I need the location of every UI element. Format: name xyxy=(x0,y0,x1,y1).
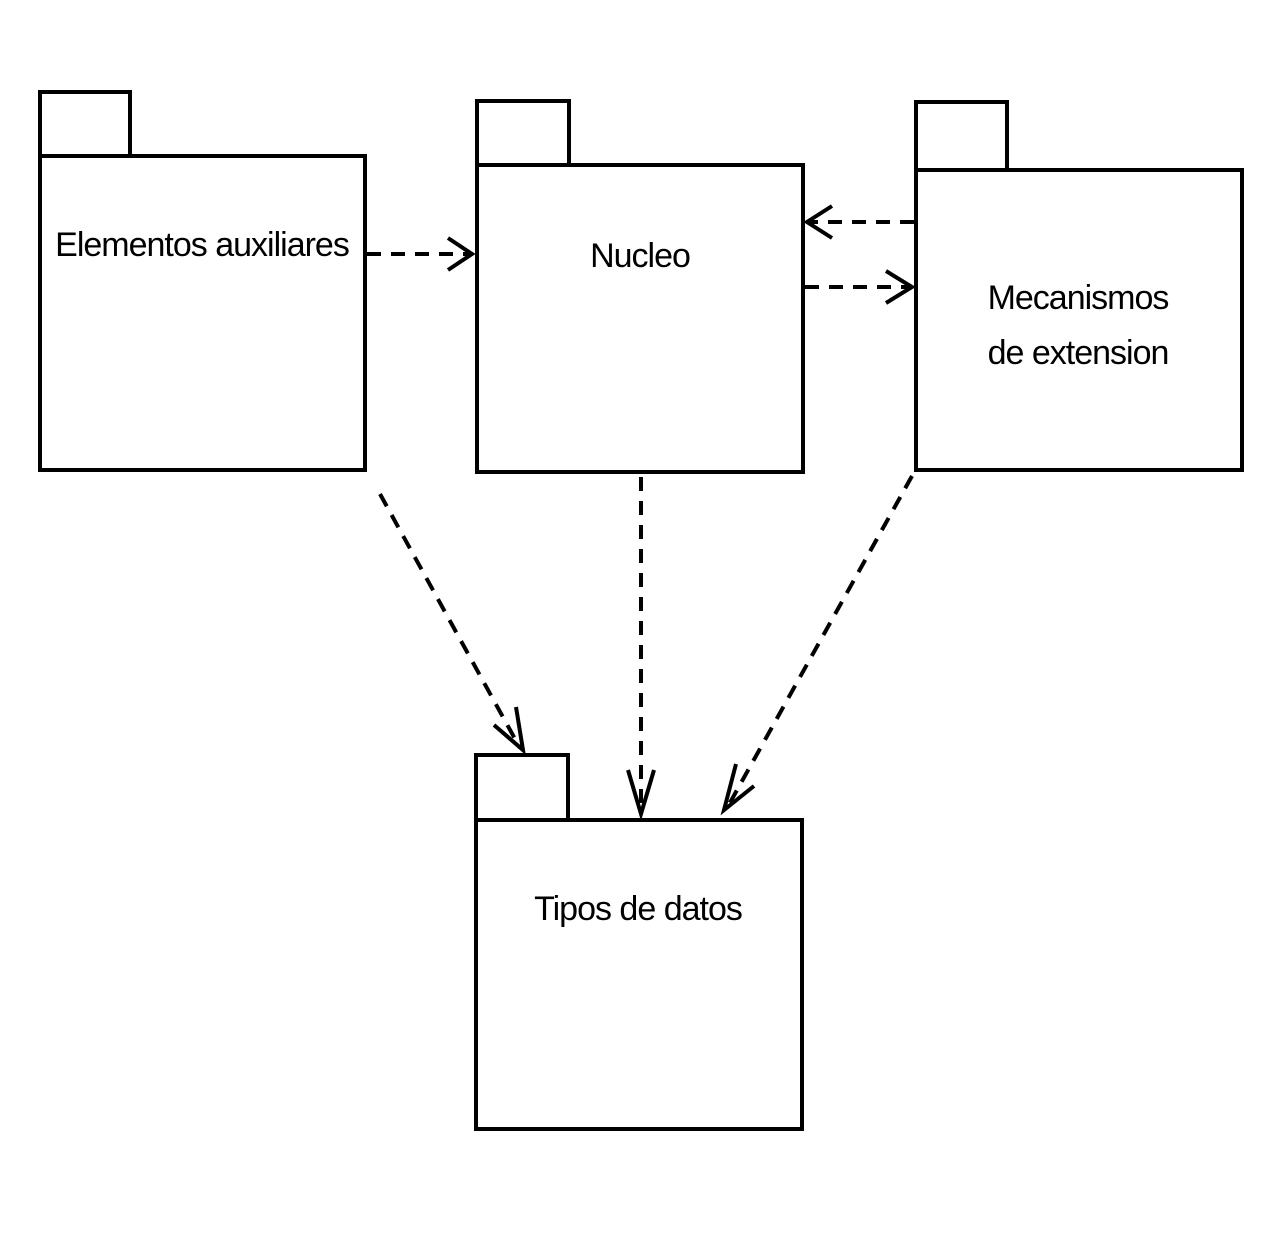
dependency-arrow-mecanismos-to-nucleo xyxy=(803,204,914,240)
package-tab xyxy=(475,99,571,167)
package-mecanismos-de-extension: Mecanismos de extension xyxy=(914,100,1244,472)
dependency-arrow-nucleo-to-tipos xyxy=(626,477,656,822)
package-label-mecanismos-line2: de extension xyxy=(988,334,1169,372)
package-body xyxy=(38,154,367,472)
package-body xyxy=(914,168,1244,472)
package-elementos-auxiliares: Elementos auxiliares xyxy=(38,90,367,472)
package-body xyxy=(475,163,805,474)
package-tab xyxy=(474,753,570,822)
package-tab xyxy=(914,100,1009,172)
package-label-tipos-de-datos: Tipos de datos xyxy=(534,890,742,928)
package-label-nucleo: Nucleo xyxy=(590,237,690,275)
package-body xyxy=(474,818,804,1131)
package-tipos-de-datos: Tipos de datos xyxy=(474,753,804,1131)
package-label-elementos-auxiliares: Elementos auxiliares xyxy=(55,226,349,264)
dependency-arrow-mecanismos-to-tipos xyxy=(720,475,914,816)
package-nucleo: Nucleo xyxy=(475,99,805,474)
dependency-arrow-elementos-to-nucleo xyxy=(367,236,476,272)
package-tab xyxy=(38,90,132,158)
package-label-mecanismos-line1: Mecanismos xyxy=(988,279,1169,317)
dependency-arrow-nucleo-to-mecanismos xyxy=(805,269,916,305)
dependency-arrow-elementos-to-tipos xyxy=(378,493,526,756)
